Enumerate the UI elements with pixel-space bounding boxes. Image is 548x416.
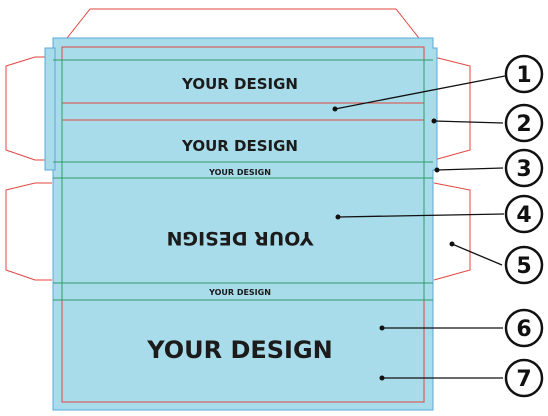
right-side-flaps bbox=[433, 56, 471, 281]
callout-circle-6 bbox=[504, 308, 544, 348]
main-upside-down-design-text: YOUR DESIGN bbox=[167, 227, 315, 249]
callout-circle-1 bbox=[504, 54, 544, 94]
callout-leader-2 bbox=[433, 120, 504, 124]
callout-dot-5 bbox=[449, 241, 455, 247]
callout-leader-1 bbox=[334, 75, 506, 110]
upper-strip-design-text: YOUR DESIGN bbox=[208, 168, 271, 177]
callout-dot-1 bbox=[332, 106, 338, 112]
callout-number-4: 4 bbox=[516, 203, 531, 228]
callout-circle-5 bbox=[504, 245, 544, 285]
second-design-text: YOUR DESIGN bbox=[181, 137, 298, 155]
left-side-flaps bbox=[5, 56, 52, 281]
left-lower-flap-outline bbox=[5, 182, 52, 281]
right-lower-flap-outline bbox=[433, 182, 471, 281]
callout-circles bbox=[504, 54, 544, 398]
callout-dots bbox=[332, 106, 455, 381]
callout-dot-6 bbox=[379, 325, 385, 331]
callout-leader-3 bbox=[436, 167, 504, 171]
callout-leader-4 bbox=[337, 213, 505, 218]
callout-circle-4 bbox=[504, 194, 544, 234]
callout-number-1: 1 bbox=[516, 63, 531, 88]
left-upper-flap-outline bbox=[5, 56, 52, 161]
top-flap-design-text: YOUR DESIGN bbox=[181, 75, 298, 93]
callout-leaders bbox=[334, 75, 506, 379]
fold-lines bbox=[53, 59, 433, 301]
lower-strip-design-text: YOUR DESIGN bbox=[208, 288, 271, 297]
callout-number-6: 6 bbox=[516, 317, 531, 342]
callout-leader-5 bbox=[451, 243, 503, 266]
callout-number-3: 3 bbox=[516, 157, 531, 182]
callout-number-7: 7 bbox=[516, 367, 531, 392]
callout-number-5: 5 bbox=[516, 254, 531, 279]
callout-circle-2 bbox=[504, 103, 544, 143]
bottom-design-text: YOUR DESIGN bbox=[146, 336, 333, 364]
callout-circle-7 bbox=[504, 358, 544, 398]
callout-dot-3 bbox=[434, 167, 440, 173]
right-upper-flap-outline bbox=[433, 56, 471, 161]
callout-circle-3 bbox=[504, 148, 544, 188]
callout-dot-4 bbox=[335, 214, 341, 220]
top-sealing-flap-outline bbox=[59, 8, 427, 48]
callout-number-2: 2 bbox=[516, 112, 531, 137]
callout-numbers: 1 2 3 4 5 6 7 bbox=[516, 63, 531, 392]
callout-dot-2 bbox=[431, 118, 437, 124]
vertical-panel-edges bbox=[61, 60, 425, 300]
left-blue-tab bbox=[44, 47, 56, 171]
callout-dot-7 bbox=[379, 375, 385, 381]
